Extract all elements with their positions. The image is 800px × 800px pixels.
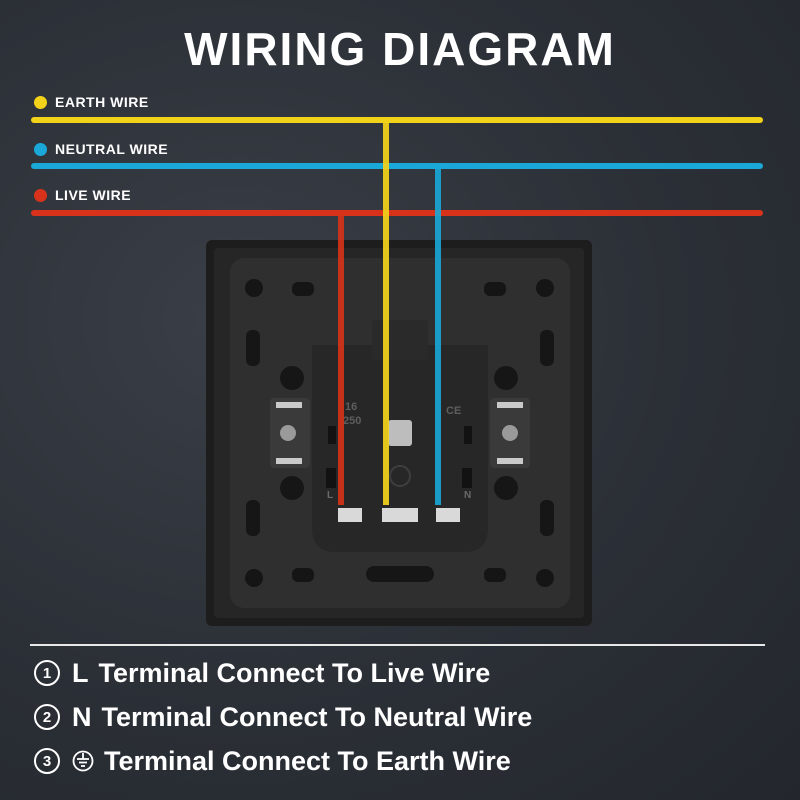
corner-hole (245, 569, 263, 587)
slot (292, 568, 314, 582)
contact-slot (464, 426, 472, 444)
live-terminal-clamp (338, 508, 362, 522)
slot (366, 566, 434, 582)
step-1-badge: 1 (34, 660, 60, 686)
terminal-n-mark: N (464, 490, 471, 501)
earth-screw-icon (388, 420, 412, 446)
legend-live: LIVE WIRE (34, 186, 131, 204)
earth-terminal-clamp (382, 508, 418, 522)
legend-earth-label: EARTH WIRE (55, 94, 149, 110)
terminal-contact (497, 402, 523, 408)
earth-dot-icon (34, 95, 47, 109)
slot (292, 282, 314, 296)
corner-hole (245, 279, 263, 297)
slot (246, 330, 260, 366)
earth-mark-icon (389, 465, 411, 487)
slot (246, 500, 260, 536)
instruction-2-terminal: N (72, 701, 92, 732)
instruction-3: 3 Terminal Connect To Earth Wire (34, 743, 511, 779)
mount-hole (494, 476, 518, 500)
rating-amps: 16 (345, 401, 357, 413)
wires (31, 117, 763, 505)
instruction-1-terminal: L (72, 657, 89, 688)
instruction-1: 1 L Terminal Connect To Live Wire (34, 655, 490, 691)
instruction-2: 2 N Terminal Connect To Neutral Wire (34, 699, 532, 735)
corner-hole (536, 279, 554, 297)
live-dot-icon (34, 188, 47, 202)
terminal-contact (276, 458, 302, 464)
terminal-contact (276, 402, 302, 408)
screw-icon (280, 425, 296, 441)
earth-clip (372, 320, 428, 360)
socket: 16 250 CE L N (206, 240, 592, 626)
terminal-l-mark: L (327, 490, 333, 501)
slot (540, 330, 554, 366)
page-title: WIRING DIAGRAM (184, 23, 616, 75)
instruction-2-text: Terminal Connect To Neutral Wire (101, 701, 533, 732)
ce-mark: CE (446, 405, 461, 417)
rating-volts: 250 (343, 415, 361, 427)
slot (540, 500, 554, 536)
step-2-badge: 2 (34, 704, 60, 730)
contact-slot (462, 468, 472, 488)
slot (484, 282, 506, 296)
legend-earth: EARTH WIRE (34, 93, 149, 111)
neutral-terminal-clamp (436, 508, 460, 522)
neutral-dot-icon (34, 142, 47, 156)
slot (484, 568, 506, 582)
instruction-1-text: Terminal Connect To Live Wire (98, 657, 491, 688)
mount-hole (494, 366, 518, 390)
step-3-badge: 3 (34, 748, 60, 774)
instruction-3-text: Terminal Connect To Earth Wire (104, 745, 511, 776)
contact-slot (326, 468, 336, 488)
terminal-contact (497, 458, 523, 464)
mount-hole (280, 476, 304, 500)
divider (30, 644, 765, 646)
legend-neutral: NEUTRAL WIRE (34, 140, 168, 158)
earth-symbol-icon (72, 750, 94, 772)
socket-body (312, 345, 488, 552)
mount-hole (280, 366, 304, 390)
screw-icon (502, 425, 518, 441)
corner-hole (536, 569, 554, 587)
legend-neutral-label: NEUTRAL WIRE (55, 141, 169, 157)
contact-slot (328, 426, 336, 444)
legend-live-label: LIVE WIRE (55, 187, 132, 203)
